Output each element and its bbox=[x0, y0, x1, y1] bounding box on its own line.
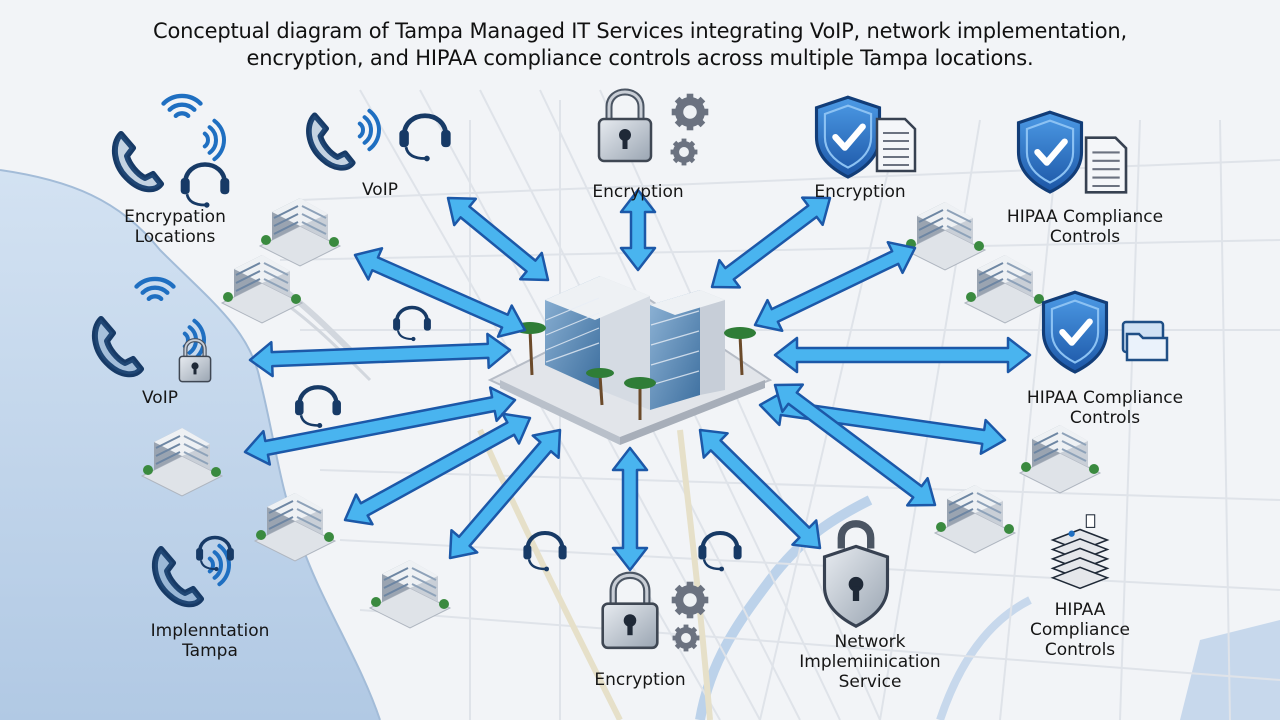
label-voip-left: VoIP bbox=[142, 388, 178, 408]
wifi-waves-icon bbox=[134, 276, 176, 302]
arrow-shape bbox=[343, 412, 532, 526]
phone-icon bbox=[91, 316, 144, 378]
office-building-icon bbox=[903, 202, 987, 271]
headset-icon bbox=[196, 535, 234, 572]
label-hipaa-bottom-right: HIPAA Compliance Controls bbox=[1029, 600, 1131, 660]
server-stack-icon bbox=[1050, 514, 1110, 590]
headset-icon bbox=[295, 385, 341, 429]
arrow-shape bbox=[619, 188, 657, 272]
office-building-icon bbox=[368, 560, 452, 629]
double-arrow bbox=[353, 247, 527, 338]
document-icon bbox=[875, 117, 917, 173]
central-office-building bbox=[487, 276, 773, 445]
double-arrow bbox=[619, 188, 657, 272]
shield-check-icon bbox=[814, 95, 882, 179]
label-implenntation-tampa: Implenntation Tampa bbox=[150, 621, 270, 661]
gear-icon bbox=[670, 138, 698, 166]
diagram-title: Conceptual diagram of Tampa Managed IT S… bbox=[0, 18, 1280, 72]
double-arrow bbox=[611, 446, 649, 572]
connection-arrows bbox=[243, 188, 1032, 572]
arrow-shape bbox=[353, 247, 527, 338]
arrow-shape bbox=[698, 428, 822, 550]
shield-lock-icon bbox=[822, 520, 890, 628]
arrow-shape bbox=[753, 240, 917, 333]
arrow-shape bbox=[446, 196, 550, 282]
double-arrow bbox=[448, 428, 562, 560]
office-building-icon bbox=[963, 255, 1047, 324]
double-arrow bbox=[698, 428, 822, 550]
arrow-shape bbox=[248, 332, 512, 378]
headset-icon bbox=[698, 531, 742, 572]
double-arrow bbox=[753, 240, 917, 333]
label-encryption-top-center: Encryption bbox=[592, 182, 684, 202]
double-arrow bbox=[773, 336, 1032, 374]
office-building-icon bbox=[1018, 425, 1102, 494]
headset-icon bbox=[523, 531, 567, 572]
document-icon bbox=[1084, 136, 1128, 194]
office-building-icon bbox=[933, 485, 1017, 554]
arrow-shape bbox=[243, 386, 517, 466]
office-building-icon bbox=[253, 493, 337, 562]
arrow-shape bbox=[773, 383, 937, 507]
title-line-2: encryption, and HIPAA compliance control… bbox=[246, 46, 1034, 70]
padlock-icon bbox=[601, 571, 659, 650]
headset-icon bbox=[393, 305, 431, 342]
office-building-icon bbox=[220, 255, 304, 324]
gear-icon bbox=[671, 581, 709, 619]
double-arrow bbox=[343, 412, 532, 526]
arrow-shape bbox=[448, 428, 562, 560]
label-encryption-top-right: Encryption bbox=[814, 182, 906, 202]
phone-icon bbox=[111, 131, 164, 193]
wifi-waves-icon bbox=[161, 93, 203, 119]
headset-icon bbox=[180, 162, 230, 208]
folder-icon bbox=[1121, 320, 1169, 362]
label-voip-top: VoIP bbox=[362, 180, 398, 200]
label-encryption-bottom: Encryption bbox=[594, 670, 686, 690]
label-hipaa-top-right: HIPAA Compliance Controls bbox=[1006, 207, 1164, 247]
arrow-shape bbox=[611, 446, 649, 572]
arrow-shape bbox=[710, 196, 832, 289]
arrow-shape bbox=[773, 336, 1032, 374]
double-arrow bbox=[773, 383, 937, 507]
satellite-offices bbox=[140, 198, 1102, 629]
padlock-icon bbox=[597, 88, 653, 163]
shield-check-icon bbox=[1041, 290, 1109, 374]
padlock-icon bbox=[178, 338, 212, 383]
shield-check-icon bbox=[1016, 110, 1084, 194]
phone-icon bbox=[306, 112, 356, 171]
title-line-1: Conceptual diagram of Tampa Managed IT S… bbox=[153, 19, 1127, 43]
label-network-service: Network Implemiinication Service bbox=[799, 632, 941, 692]
sound-waves-icon bbox=[207, 543, 231, 587]
headset-icon bbox=[399, 113, 451, 162]
double-arrow bbox=[243, 386, 517, 466]
gear-icon bbox=[672, 624, 700, 652]
gear-icon bbox=[671, 93, 709, 131]
double-arrow bbox=[446, 196, 550, 282]
office-building-icon bbox=[140, 428, 224, 497]
double-arrow bbox=[248, 332, 512, 378]
sound-waves-icon bbox=[202, 118, 226, 162]
label-encrypation-locations: Encrypation Locations bbox=[124, 207, 226, 247]
office-building-icon bbox=[258, 198, 342, 267]
double-arrow bbox=[710, 196, 832, 289]
sound-waves-icon bbox=[357, 108, 381, 152]
service-icons bbox=[91, 88, 1169, 652]
phone-icon bbox=[151, 546, 204, 608]
label-hipaa-right: HIPAA Compliance Controls bbox=[1026, 388, 1184, 428]
